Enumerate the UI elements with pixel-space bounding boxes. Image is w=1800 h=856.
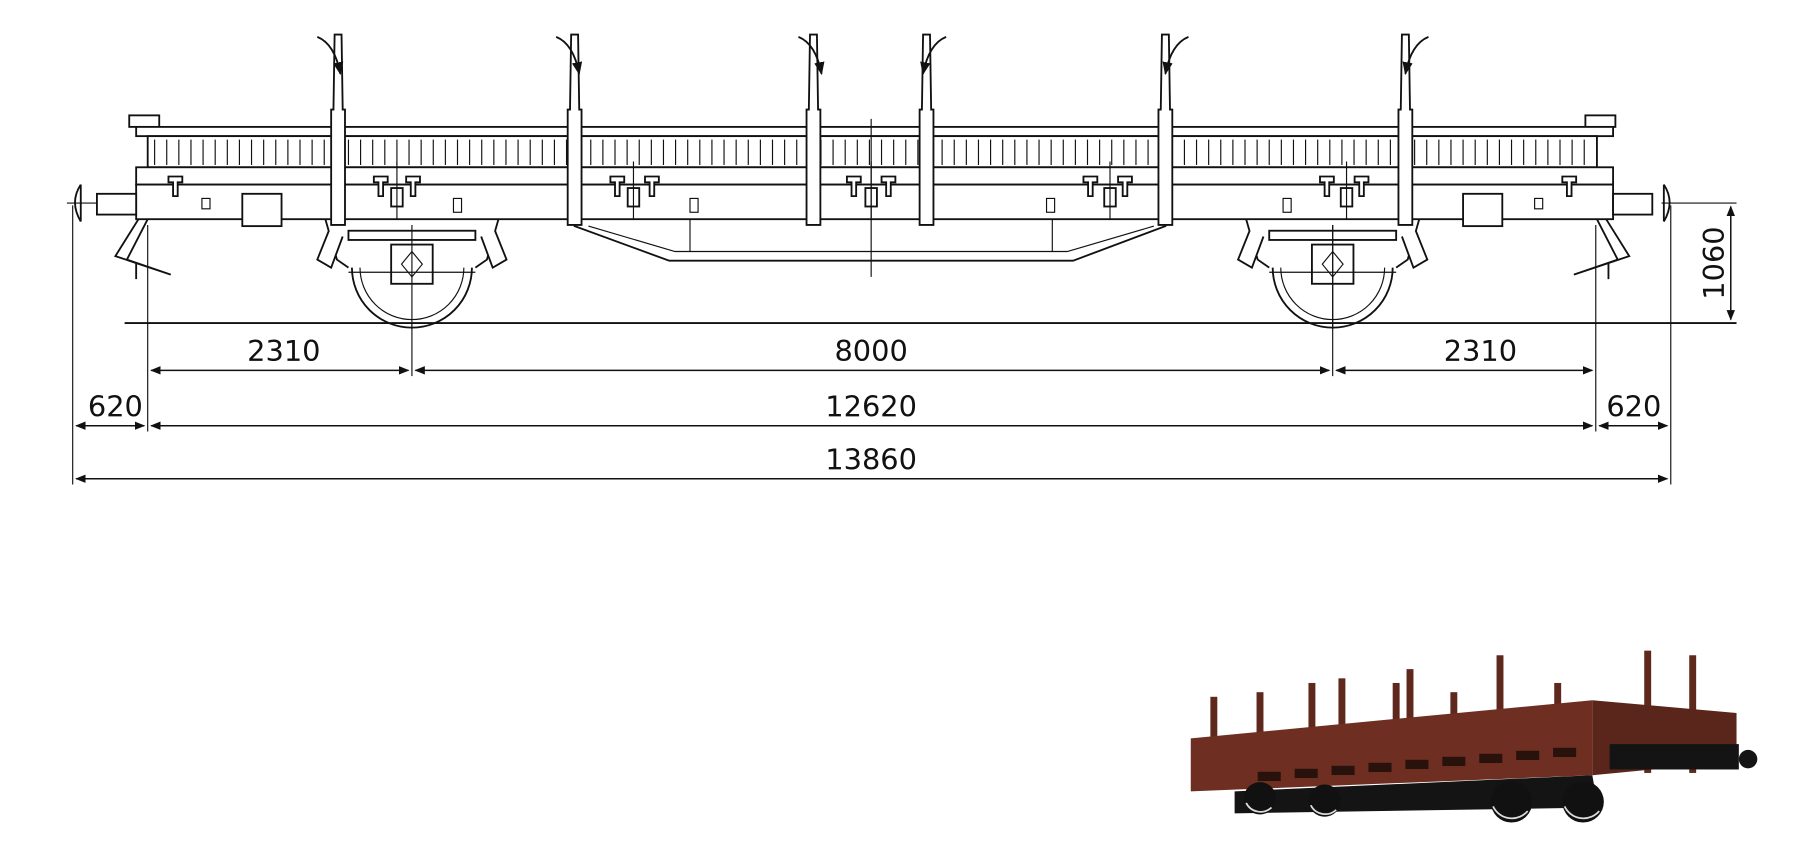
stake-bracket [1561,175,1578,198]
stake-bracket [167,175,184,198]
dim-frame-length: 12620 [825,389,917,423]
photo-buffer-beam [1609,744,1739,770]
brake-shoe [1236,230,1429,269]
stake [1397,33,1414,226]
bogie [316,218,508,329]
fold-arrow-icon [920,36,947,76]
dim-buffer-right: 620 [1606,389,1661,423]
step-right [1573,218,1631,280]
dim-bogie-centers: 8000 [834,334,907,368]
stake-bracket [372,175,389,198]
photo-stake [1406,669,1414,756]
stake-bracket [1117,175,1133,198]
photo-stake [1496,655,1504,745]
photo-side-opening [1553,747,1577,758]
photo-side-opening [1368,762,1392,773]
buffer-right [1612,184,1671,222]
top-rail [135,125,1614,138]
photo-side-opening [1516,750,1540,761]
photo-body-side [1190,700,1593,792]
end-post-left [128,114,161,128]
photo-stake [1256,692,1264,770]
stake [566,33,583,226]
wagon-side-elevation [66,33,1737,329]
photo-side-opening [1331,765,1355,776]
stake-bracket [1353,175,1370,198]
photo-wheel-rim [1245,802,1273,813]
stake [330,33,346,226]
photo-side-opening [1442,756,1466,767]
photo-side-opening [1405,759,1429,770]
dim-buffer-height: 1060 [1697,226,1731,299]
dim-overall-length: 13860 [825,443,917,477]
stake-bracket [1082,175,1099,198]
photo-wheel [1562,781,1604,823]
buffer-left [66,184,138,222]
photo-buffer [1738,749,1758,769]
fold-arrow-icon [1162,36,1189,76]
side-wall [146,135,1598,169]
dim-overhang-right: 2310 [1444,334,1517,368]
stake-bracket [1319,175,1335,198]
fold-arrow-icon [555,36,583,76]
step-left [113,218,172,280]
photo-stake [1338,678,1346,762]
stake-bracket [644,175,660,198]
sole-bar-upper [135,166,1614,186]
stake [1157,33,1174,226]
dimension-lines: 2310 8000 2310 620 12620 620 13860 1060 [72,202,1737,485]
photo-wheel-rim [1309,804,1337,815]
photo-wheel [1490,781,1533,823]
stake [918,33,935,226]
photo-side-opening [1257,771,1281,782]
stakes [330,33,1414,226]
photo-wheel-rim [1563,805,1600,820]
photo-stake [1210,696,1218,773]
stake-bracket [609,175,626,198]
photo-stake [1308,682,1316,764]
stake-fold-arrows [316,36,1429,76]
dim-overhang-left: 2310 [247,334,320,368]
fold-arrow-icon [798,36,825,76]
centre-underframe [573,219,1167,262]
photo-wheel [1308,784,1341,817]
brake-shoe [316,230,508,269]
bogies [316,218,1429,329]
stake-bracket [405,175,421,198]
photo-side-opening [1294,768,1318,779]
photo-wheel-rim [1492,805,1529,820]
end-post-right [1584,114,1617,128]
stake-brackets [167,161,1578,220]
fold-arrow-icon [316,36,344,76]
photo-side-opening [1479,753,1503,764]
stake-bracket [880,175,897,198]
wagon-photo [1190,650,1758,823]
photo-wheel [1243,782,1277,815]
dim-buffer-left: 620 [88,389,143,423]
stake-bracket [846,175,862,198]
fold-arrow-icon [1402,36,1429,76]
